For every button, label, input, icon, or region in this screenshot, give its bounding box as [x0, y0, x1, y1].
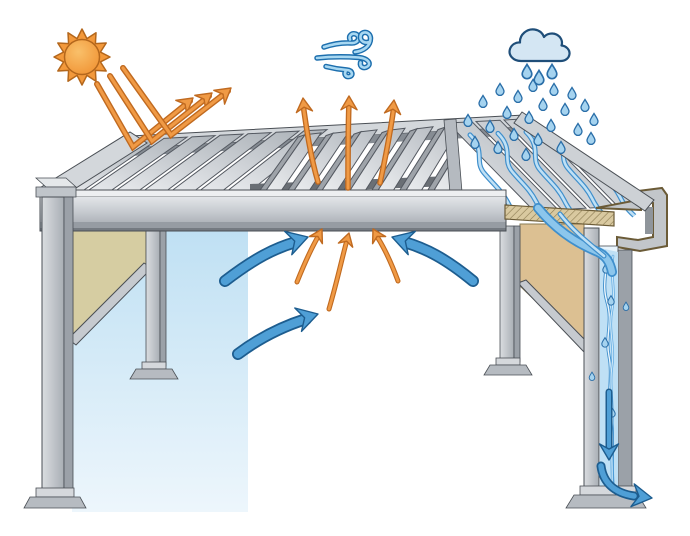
rain-cloud-icon	[508, 28, 571, 86]
wind-icon	[314, 29, 374, 80]
post-foot	[495, 357, 521, 366]
drainage-arrows	[596, 388, 653, 508]
gutter-water-pour	[533, 203, 617, 277]
post-foot	[141, 361, 167, 370]
airflow-arrows	[219, 230, 479, 360]
raindrops	[463, 78, 599, 162]
right-side-wall	[483, 223, 593, 376]
right-back-post	[483, 225, 533, 376]
solar-reflection-arrows	[94, 65, 232, 152]
rising-heat-arrows	[294, 228, 401, 312]
sun-icon	[53, 28, 111, 86]
roof-front-beam	[39, 189, 507, 232]
roof-right-rim	[513, 111, 655, 212]
ventilation-arrows	[295, 95, 402, 191]
right-front-post-downspout	[565, 227, 647, 509]
post-base	[35, 487, 75, 498]
left-back-post	[129, 225, 179, 380]
downspout-water	[588, 248, 630, 489]
left-post-cap	[34, 177, 78, 198]
left-front-post	[23, 196, 87, 509]
